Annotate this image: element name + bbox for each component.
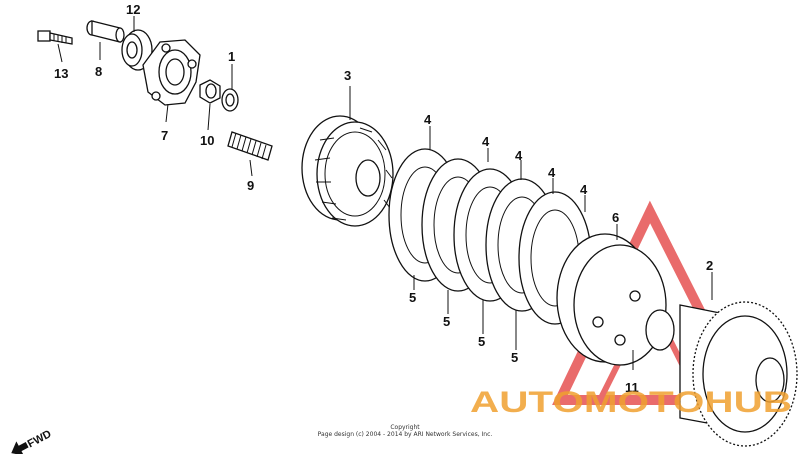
part-6-pressure-plate (556, 233, 675, 366)
part-10-nut (199, 79, 221, 104)
part-8-collar (86, 20, 125, 43)
part-12-bearing (121, 29, 153, 71)
copyright-line-1: Copyright (390, 424, 420, 431)
part-9-spring (227, 131, 273, 161)
callout-7: 7 (161, 128, 168, 143)
callout-2: 2 (706, 258, 713, 273)
callout-9: 9 (247, 178, 254, 193)
callout-labels: 1 2 3 4 4 4 4 4 5 5 5 5 6 7 8 9 10 11 12… (54, 2, 713, 395)
copyright-notice: Copyright Page design (c) 2004 - 2014 by… (300, 424, 510, 438)
callout-5d: 5 (511, 350, 518, 365)
callout-5b: 5 (443, 314, 450, 329)
part-3-clutch-center (301, 115, 394, 227)
copyright-line-2: Page design (c) 2004 - 2014 by ARI Netwo… (317, 431, 493, 438)
callout-4b: 4 (482, 134, 490, 149)
part-2-outer-housing (679, 301, 798, 447)
callout-13: 13 (54, 66, 68, 81)
callout-4c: 4 (515, 148, 523, 163)
watermark-text: AUTOMOTOHUB (470, 386, 792, 419)
part-7-lifter-plate (142, 39, 201, 106)
leader-lines (57, 16, 713, 370)
part-13-bolt (37, 30, 73, 45)
callout-6: 6 (612, 210, 619, 225)
part-1-washer (221, 88, 239, 112)
callout-8: 8 (95, 64, 102, 79)
callout-5a: 5 (409, 290, 416, 305)
callout-10: 10 (200, 133, 214, 148)
callout-3: 3 (344, 68, 351, 83)
callout-5c: 5 (478, 334, 485, 349)
fwd-label: FWD (26, 428, 54, 450)
callout-4d: 4 (548, 165, 556, 180)
callout-12: 12 (126, 2, 140, 17)
callout-4a: 4 (424, 112, 432, 127)
callout-1: 1 (228, 49, 235, 64)
callout-4e: 4 (580, 182, 588, 197)
fwd-arrow-icon: FWD (11, 428, 54, 456)
forward-direction-indicator: FWD (4, 420, 58, 456)
callout-11: 11 (625, 380, 639, 395)
